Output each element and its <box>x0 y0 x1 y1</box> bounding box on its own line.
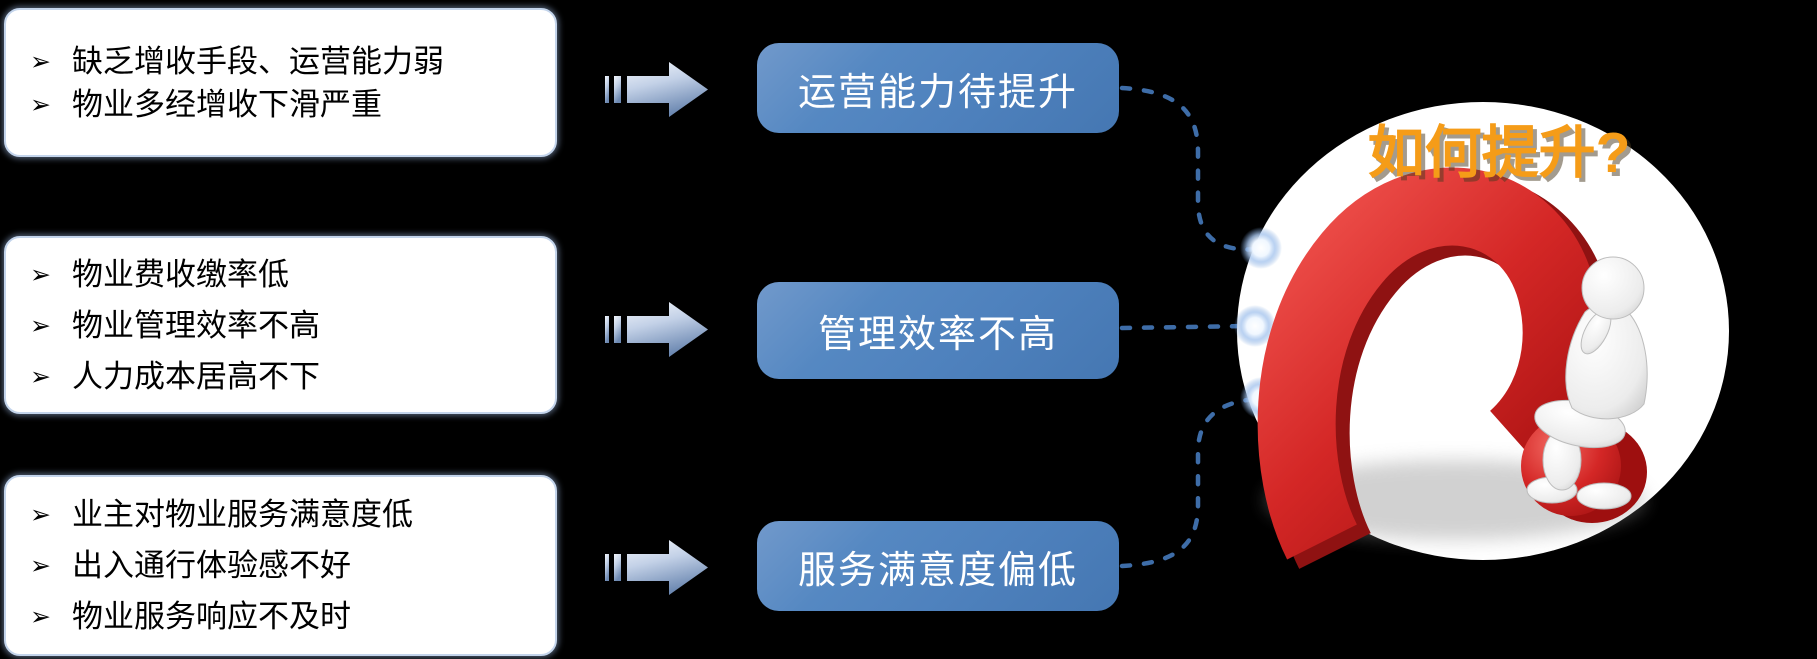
issue-item: ➢ 出入通行体验感不好 <box>30 550 545 581</box>
issue-text: 业主对物业服务满意度低 <box>71 497 413 532</box>
result-tag-label: 运营能力待提升 <box>797 71 1078 114</box>
thinking-figure <box>1526 256 1648 510</box>
issue-text: 缺乏增收手段、运营能力弱 <box>71 43 444 79</box>
issue-item: ➢ 业主对物业服务满意度低 <box>30 499 545 530</box>
result-tag-label: 管理效率不高 <box>817 314 1058 356</box>
striped-arrow-icon-3 <box>605 540 708 595</box>
arrowhead-bullet-icon: ➢ <box>30 91 51 119</box>
issue-item: ➢ 人力成本居高不下 <box>30 361 545 392</box>
arrowhead-bullet-icon: ➢ <box>30 363 51 391</box>
glow-dot-1 <box>1240 227 1282 269</box>
issue-text: 物业多经增收下滑严重 <box>71 86 382 122</box>
issue-text: 物业费收缴率低 <box>71 256 289 292</box>
dashed-connector-3 <box>1119 396 1261 569</box>
arrowhead-bullet-icon: ➢ <box>30 312 51 340</box>
issue-item: ➢ 物业管理效率不高 <box>30 310 545 341</box>
arrowhead-bullet-icon: ➢ <box>30 261 51 289</box>
figure-foot-right <box>1576 482 1632 510</box>
dashed-connector-2 <box>1119 323 1255 331</box>
result-tag-management: 管理效率不高 <box>757 282 1119 379</box>
striped-arrow-icon-2 <box>605 302 708 357</box>
result-tag-label: 服务满意度偏低 <box>797 549 1078 592</box>
dashed-connector-1 <box>1119 85 1261 252</box>
glow-dot-2 <box>1234 305 1276 347</box>
striped-arrow-icon-1 <box>605 62 708 117</box>
issue-item: ➢ 物业服务响应不及时 <box>30 601 545 632</box>
issue-text: 物业服务响应不及时 <box>71 599 351 634</box>
issue-text: 出入通行体验感不好 <box>71 548 351 583</box>
question-title: 如何提升? <box>1368 121 1631 185</box>
issue-box-2: ➢ 物业费收缴率低 ➢ 物业管理效率不高 ➢ 人力成本居高不下 <box>4 236 557 414</box>
issue-text: 人力成本居高不下 <box>71 358 320 394</box>
question-title-shadow: 如何提升? <box>1372 125 1635 189</box>
arrowhead-bullet-icon: ➢ <box>30 48 51 76</box>
question-mark-curve <box>1257 167 1601 560</box>
result-tag-operations: 运营能力待提升 <box>757 43 1119 133</box>
issue-box-1: ➢ 缺乏增收手段、运营能力弱 ➢ 物业多经增收下滑严重 <box>4 8 557 157</box>
issue-text: 物业管理效率不高 <box>71 307 320 343</box>
arrowhead-bullet-icon: ➢ <box>30 502 51 529</box>
issue-box-3: ➢ 业主对物业服务满意度低 ➢ 出入通行体验感不好 ➢ 物业服务响应不及时 <box>4 475 557 656</box>
figure-head <box>1581 256 1645 320</box>
issue-item: ➢ 物业费收缴率低 <box>30 259 545 290</box>
issue-item: ➢ 缺乏增收手段、运营能力弱 <box>30 46 545 77</box>
issue-item: ➢ 物业多经增收下滑严重 <box>30 89 545 120</box>
result-tag-service: 服务满意度偏低 <box>757 521 1119 611</box>
arrowhead-bullet-icon: ➢ <box>30 604 51 631</box>
arrowhead-bullet-icon: ➢ <box>30 553 51 580</box>
